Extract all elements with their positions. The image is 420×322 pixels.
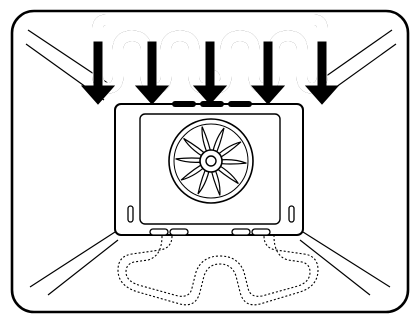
heat-arrow-4 <box>250 41 286 105</box>
bottom-heating-element-icon <box>117 235 319 306</box>
top-vent-slots <box>172 101 252 107</box>
bottom-vent-slots <box>149 228 271 236</box>
heat-arrow-1 <box>80 41 116 105</box>
heat-arrow-5 <box>304 41 340 105</box>
heat-arrow-2 <box>134 41 170 105</box>
heat-down-arrow-icon <box>80 41 340 105</box>
back-wall-panel <box>114 101 304 236</box>
convection-fan-icon <box>168 118 254 204</box>
side-vent-slots <box>127 205 295 223</box>
heat-arrow-3 <box>192 41 228 105</box>
